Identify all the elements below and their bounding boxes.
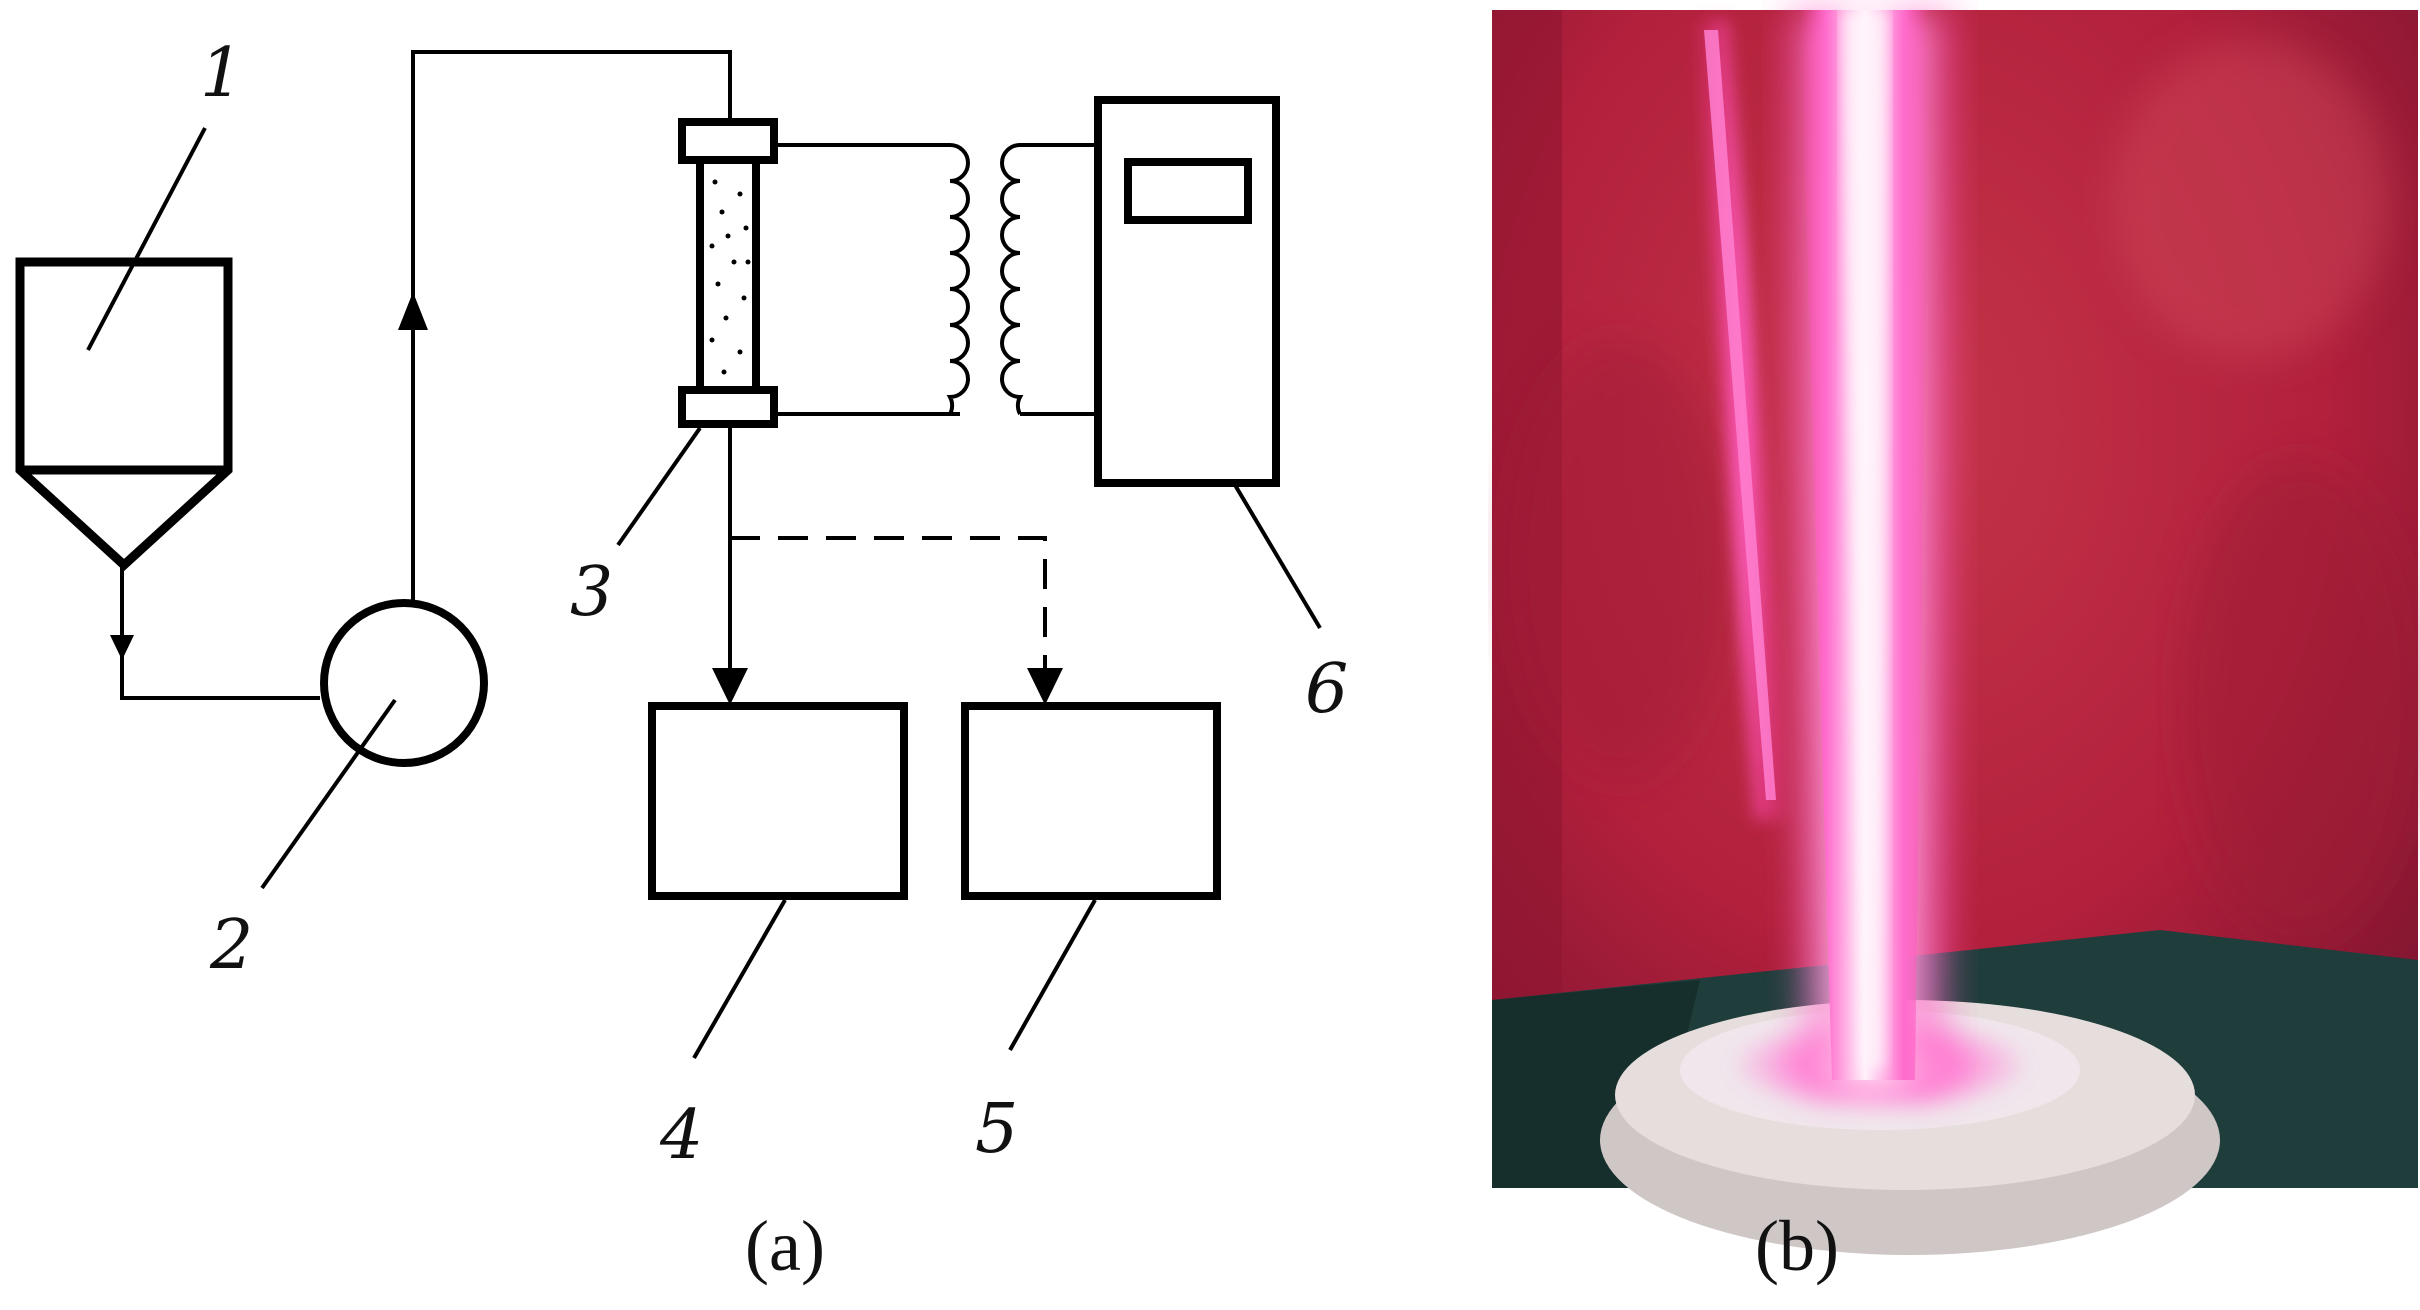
arrowhead-down <box>110 635 134 660</box>
schematic-panel: 1 2 3 4 5 6 (a) <box>15 34 1348 1286</box>
plasma-reactor <box>678 118 778 428</box>
photo-panel: (b) <box>1492 10 2420 1286</box>
caption-b: (b) <box>1755 1206 1839 1286</box>
power-supply-display <box>1124 158 1252 224</box>
plasma-jet <box>1780 10 1960 1090</box>
label-plasma-reactor: 3 <box>570 553 613 632</box>
arrowhead-down <box>1027 668 1063 705</box>
label-box-5: 5 <box>975 1090 1018 1169</box>
pump-to-reactor-line <box>398 50 732 603</box>
label-power-supply: 6 <box>1305 650 1348 729</box>
reflected-jet <box>1693 20 1792 820</box>
leader-lines <box>86 127 1322 1059</box>
label-hopper: 1 <box>200 34 243 113</box>
power-supply <box>1094 96 1280 487</box>
hopper-to-pump-line <box>110 565 320 700</box>
label-box-4: 4 <box>659 1096 703 1175</box>
transformer-wiring <box>774 143 1098 416</box>
caption-a: (a) <box>745 1206 825 1286</box>
reactor-particles <box>709 179 751 375</box>
arrowhead-down <box>712 668 748 705</box>
label-pump: 2 <box>209 906 253 985</box>
box-5 <box>961 702 1221 900</box>
arrowhead-up <box>398 292 428 330</box>
hopper <box>15 257 233 572</box>
pump <box>320 599 488 767</box>
reactor-output-lines <box>712 424 1063 705</box>
box-4 <box>648 702 908 900</box>
